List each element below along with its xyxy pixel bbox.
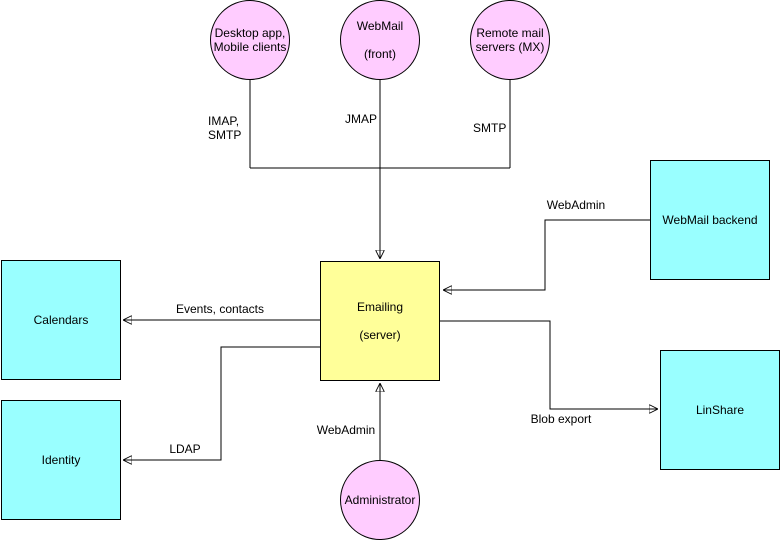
node-webmail-backend[interactable]: WebMail backend (650, 160, 770, 280)
edge-label-blob-export: Blob export (530, 412, 592, 426)
edge-label-imap-smtp: IMAP, SMTP (208, 114, 242, 142)
node-emailing-server[interactable]: Emailing (server) (320, 261, 440, 381)
node-emailing-server-label: Emailing (server) (356, 300, 404, 342)
node-webmail-front[interactable]: WebMail (front) (340, 0, 420, 80)
node-desktop-mobile-clients-label: Desktop app, Mobile clients (213, 26, 287, 54)
node-remote-mail-servers[interactable]: Remote mail servers (MX) (470, 0, 550, 80)
node-administrator[interactable]: Administrator (340, 460, 420, 540)
edge-label-events-contacts: Events, contacts (175, 302, 265, 316)
node-linshare[interactable]: LinShare (660, 350, 780, 470)
node-webmail-front-label: WebMail (front) (356, 19, 404, 61)
edge-label-webadmin-backend: WebAdmin (546, 198, 606, 212)
edge-label-webadmin-administrator: WebAdmin (316, 423, 376, 437)
node-calendars-label: Calendars (33, 313, 89, 327)
edge-label-smtp: SMTP (473, 121, 507, 135)
node-administrator-label: Administrator (344, 493, 416, 507)
node-desktop-mobile-clients[interactable]: Desktop app, Mobile clients (210, 0, 290, 80)
edge-webmailbackend-to-emailing (444, 219, 650, 290)
edge-label-jmap: JMAP (345, 112, 378, 126)
edge-emailing-to-linshare (440, 320, 657, 409)
node-calendars[interactable]: Calendars (1, 260, 121, 380)
edge-label-ldap: LDAP (169, 442, 201, 456)
node-remote-mail-servers-label: Remote mail servers (MX) (475, 26, 545, 54)
node-identity-label: Identity (41, 453, 81, 467)
node-webmail-backend-label: WebMail backend (662, 213, 758, 227)
node-identity[interactable]: Identity (1, 400, 121, 520)
edge-emailing-to-identity (124, 346, 320, 460)
node-linshare-label: LinShare (695, 403, 745, 417)
